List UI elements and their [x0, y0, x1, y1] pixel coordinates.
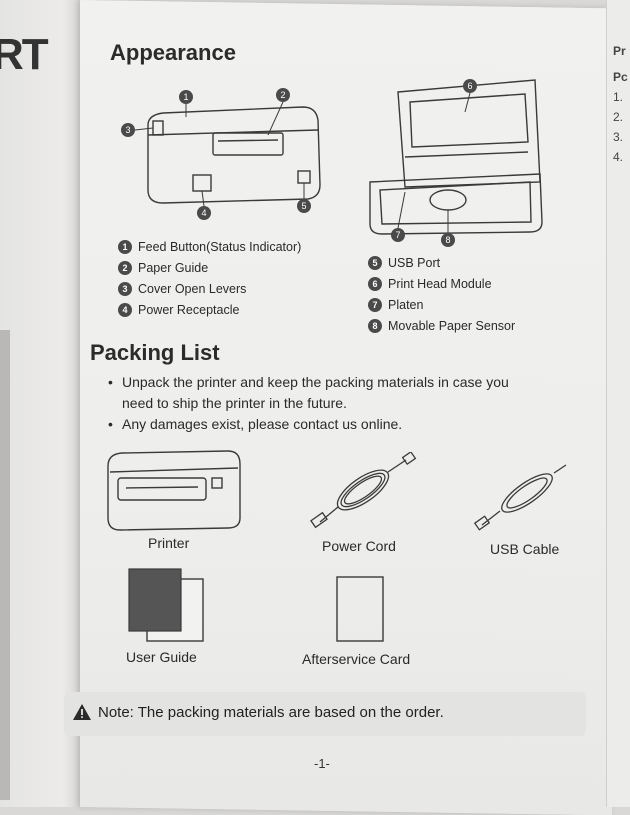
page-tab: [0, 330, 10, 800]
svg-text:3: 3: [125, 125, 130, 135]
callout-item: 7 Platen: [368, 294, 515, 315]
left-page-edge: RT: [0, 0, 90, 807]
callout-label: Power Receptacle: [138, 302, 240, 317]
callout-list-left: 1 Feed Button(Status Indicator) 2 Paper …: [118, 236, 301, 320]
right-page-text: Pc: [613, 70, 628, 84]
right-page-text: 1.: [613, 90, 624, 104]
user-guide-illustration: [128, 568, 204, 642]
item-label-afterservice-card: Afterservice Card: [302, 651, 411, 667]
brand-logo-fragment: RT: [0, 30, 49, 79]
callout-list-right: 5 USB Port 6 Print Head Module 7 Platen …: [368, 252, 515, 336]
svg-text:1: 1: [183, 92, 188, 102]
item-label-power-cord: Power Cord: [322, 538, 396, 554]
svg-text:5: 5: [301, 201, 306, 211]
callout-item: 5 USB Port: [368, 252, 515, 273]
item-label-printer: Printer: [148, 535, 190, 551]
packing-list-heading: Packing List: [90, 340, 220, 365]
bullet-item: • Unpack the printer and keep the packin…: [108, 372, 538, 414]
right-page-text: Pr: [613, 44, 626, 58]
packing-bullets: • Unpack the printer and keep the packin…: [108, 372, 538, 435]
right-page-text: 3.: [613, 130, 624, 144]
warning-icon: [73, 704, 91, 720]
svg-text:7: 7: [395, 230, 400, 240]
callout-item: 2 Paper Guide: [118, 257, 301, 278]
item-label-usb-cable: USB Cable: [490, 541, 560, 557]
note-text: Note: The packing materials are based on…: [98, 704, 444, 721]
bullet-dot-icon: •: [108, 416, 113, 432]
right-page-edge: Pr Pc 1. 2. 3. 4.: [606, 0, 630, 807]
callout-label: Cover Open Levers: [138, 281, 247, 296]
printer-item-illustration: [107, 450, 241, 531]
svg-text:8: 8: [445, 235, 450, 245]
callout-label: Movable Paper Sensor: [388, 318, 516, 333]
note-box: [64, 692, 586, 736]
callout-item: 6 Print Head Module: [368, 273, 515, 294]
callout-label: Platen: [388, 297, 424, 312]
right-page-text: 2.: [613, 110, 624, 124]
callout-label: Feed Button(Status Indicator): [138, 239, 302, 254]
power-cord-illustration: [310, 452, 417, 529]
printer-open-illustration: 6 7 8: [369, 79, 543, 247]
svg-text:2: 2: [280, 90, 285, 100]
callout-item: 4 Power Receptacle: [118, 299, 301, 320]
callout-item: 1 Feed Button(Status Indicator): [118, 236, 301, 257]
usb-cable-illustration: [473, 464, 567, 531]
svg-text:4: 4: [201, 208, 206, 218]
callout-label: Paper Guide: [138, 260, 209, 275]
callout-item: 3 Cover Open Levers: [118, 278, 301, 299]
callout-label: Print Head Module: [388, 276, 492, 291]
printer-front-illustration: 1 2 3 4 5: [121, 88, 321, 220]
bullet-dot-icon: •: [108, 374, 113, 390]
item-label-user-guide: User Guide: [126, 649, 197, 665]
callout-item: 8 Movable Paper Sensor: [368, 315, 515, 336]
afterservice-card-illustration: [336, 576, 384, 642]
svg-text:6: 6: [467, 81, 472, 91]
bullet-item: • Any damages exist, please contact us o…: [108, 414, 538, 435]
page-number: -1-: [314, 756, 330, 771]
callout-label: USB Port: [388, 255, 441, 270]
appearance-heading: Appearance: [110, 40, 236, 65]
right-page-text: 4.: [613, 150, 624, 164]
